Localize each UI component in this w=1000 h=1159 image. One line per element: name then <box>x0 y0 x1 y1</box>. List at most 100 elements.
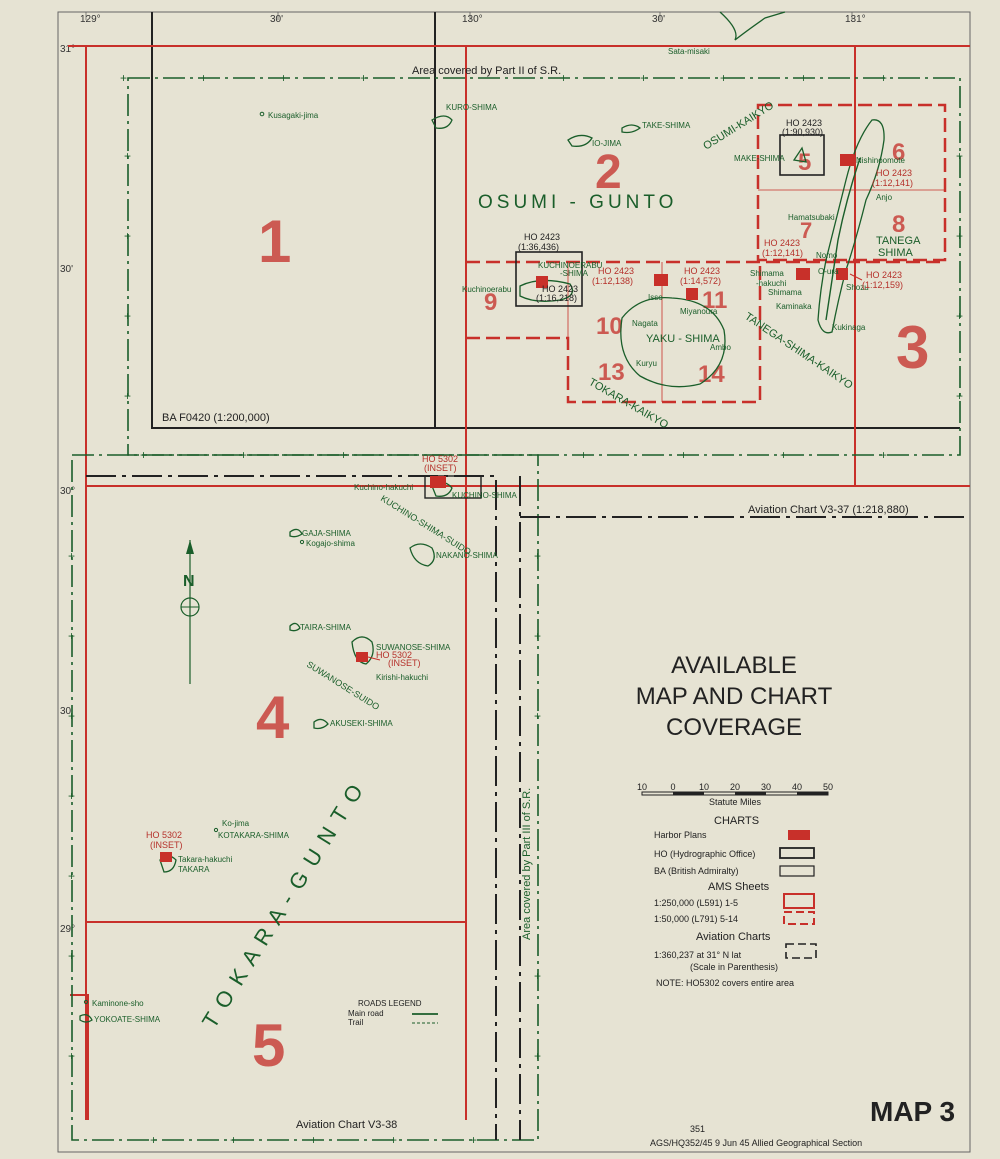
svg-text:ROADS LEGEND: ROADS LEGEND <box>358 999 422 1008</box>
svg-text:10: 10 <box>596 313 623 340</box>
place-kotakara: KOTAKARA-SHIMA <box>218 831 290 840</box>
svg-text:(1:14,572): (1:14,572) <box>680 276 721 286</box>
place-kuchinoerabu: KUCHINOERABU <box>538 261 603 270</box>
place-kuchino-hakuchi: Kuchino-hakuchi <box>354 483 413 492</box>
svg-text:+: + <box>140 448 147 462</box>
place-ambo: Ambo <box>710 343 731 352</box>
svg-text:1:50,000 (L791) 5-14: 1:50,000 (L791) 5-14 <box>654 914 738 924</box>
svg-text:(INSET): (INSET) <box>150 840 183 850</box>
svg-text:HO (Hydrographic Office): HO (Hydrographic Office) <box>654 849 755 859</box>
svg-text:+: + <box>280 71 287 85</box>
svg-text:CHARTS: CHARTS <box>714 815 759 827</box>
harbor-plan-suwanose <box>356 652 368 662</box>
svg-text:+: + <box>124 149 131 163</box>
island-taira <box>289 622 301 632</box>
svg-text:Statute Miles: Statute Miles <box>709 797 762 807</box>
place-nishinoomote: Nishinoomote <box>856 156 905 165</box>
svg-text:+: + <box>680 448 687 462</box>
graticule <box>85 12 853 20</box>
ho5302-kuchino-frame <box>424 475 482 499</box>
island-kojima <box>213 827 219 833</box>
place-kuryu: Kuryu <box>636 359 657 368</box>
svg-text:(1:12,141): (1:12,141) <box>872 178 913 188</box>
island-make <box>792 146 807 163</box>
svg-text:(1:36,436): (1:36,436) <box>518 242 559 252</box>
svg-text:5: 5 <box>798 149 811 176</box>
svg-text:5: 5 <box>252 1012 285 1079</box>
svg-text:NOTE: HO5302 covers entire are: NOTE: HO5302 covers entire area <box>656 978 794 988</box>
svg-text:31°: 31° <box>60 44 75 55</box>
svg-text:+: + <box>68 949 75 963</box>
harbor-plan-kuchino <box>430 476 446 488</box>
top-ticks: 129° 30' 130° 30' 131° <box>80 14 866 25</box>
place-kojima: Ko-jima <box>222 819 250 828</box>
svg-text:(1:12,159): (1:12,159) <box>862 280 903 290</box>
svg-text:HO 2423: HO 2423 <box>524 232 560 242</box>
place-sata: Sata-misaki <box>668 47 710 56</box>
island-gaja <box>289 528 303 538</box>
place-kuchinoerabu-2: -SHIMA <box>560 269 589 278</box>
title-line-1: AVAILABLE <box>671 652 797 679</box>
island-yokoate <box>79 1014 93 1023</box>
svg-text:30°: 30° <box>60 486 75 497</box>
svg-text:+: + <box>470 1133 477 1147</box>
svg-text:Main road: Main road <box>348 1009 384 1018</box>
island-yaku <box>620 297 726 388</box>
svg-text:130°: 130° <box>462 14 483 25</box>
svg-text:29°: 29° <box>60 924 75 935</box>
tanega-label-2: SHIMA <box>878 247 914 259</box>
svg-text:(1:90,930): (1:90,930) <box>782 127 823 137</box>
place-takara: TAKARA <box>178 865 210 874</box>
svg-text:+: + <box>150 1133 157 1147</box>
place-shozu: Shozu <box>846 283 869 292</box>
north-arrow: N <box>180 540 200 684</box>
svg-text:+: + <box>68 629 75 643</box>
svg-text:4: 4 <box>256 684 290 751</box>
svg-text:(INSET): (INSET) <box>388 658 421 668</box>
place-kaminone: Kaminone-sho <box>92 999 144 1008</box>
svg-text:(1:16,218): (1:16,218) <box>536 293 577 303</box>
harbor-plan-shozu <box>836 268 848 280</box>
svg-text:+: + <box>880 448 887 462</box>
place-miyanoura: Miyanoura <box>680 307 718 316</box>
harbor-plan-nishinoomote <box>840 154 854 166</box>
place-kaminaka: Kaminaka <box>776 302 812 311</box>
place-nomo: Nomo <box>816 251 838 260</box>
svg-text:HO 2423: HO 2423 <box>786 118 822 128</box>
svg-text:131°: 131° <box>845 14 866 25</box>
svg-text:+: + <box>956 309 963 323</box>
ba-f0420-label: BA F0420 (1:200,000) <box>162 412 270 424</box>
svg-text:50: 50 <box>823 782 833 792</box>
tanega-road <box>825 157 861 321</box>
place-io: IO-JIMA <box>592 139 622 148</box>
harbor-plans <box>160 154 854 862</box>
map-neatline <box>57 11 971 1153</box>
ams-250k-sheets <box>68 45 970 1120</box>
svg-text:6: 6 <box>892 139 905 166</box>
title-line-2: MAP AND CHART <box>636 683 833 710</box>
svg-text:30': 30' <box>270 14 283 25</box>
island-kaminone <box>83 999 89 1005</box>
place-taira: TAIRA-SHIMA <box>300 623 352 632</box>
island-take <box>621 124 642 134</box>
svg-text:+: + <box>68 1049 75 1063</box>
svg-text:+: + <box>360 71 367 85</box>
svg-text:Aviation Charts: Aviation Charts <box>696 931 771 943</box>
place-kuro: KURO-SHIMA <box>446 103 498 112</box>
svg-text:+: + <box>956 389 963 403</box>
svg-text:+: + <box>120 71 127 85</box>
island-kuro <box>431 115 453 129</box>
chart-labels: HO 2423 (1:90,930) HO 2423 (1:12,141) HO… <box>146 118 913 850</box>
svg-text:+: + <box>124 229 131 243</box>
place-oura: O-ura <box>818 267 839 276</box>
place-kogajo: Kogajo-shima <box>306 539 355 548</box>
place-yokoate: YOKOATE-SHIMA <box>94 1015 161 1024</box>
title-line-3: COVERAGE <box>666 714 802 741</box>
svg-text:11: 11 <box>702 287 727 314</box>
svg-text:+: + <box>200 71 207 85</box>
place-shimama-hakuchi-2: -hakuchi <box>756 279 786 288</box>
svg-text:+: + <box>390 1133 397 1147</box>
place-kuchino: KUCHINO-SHIMA <box>452 491 518 500</box>
svg-text:+: + <box>640 71 647 85</box>
